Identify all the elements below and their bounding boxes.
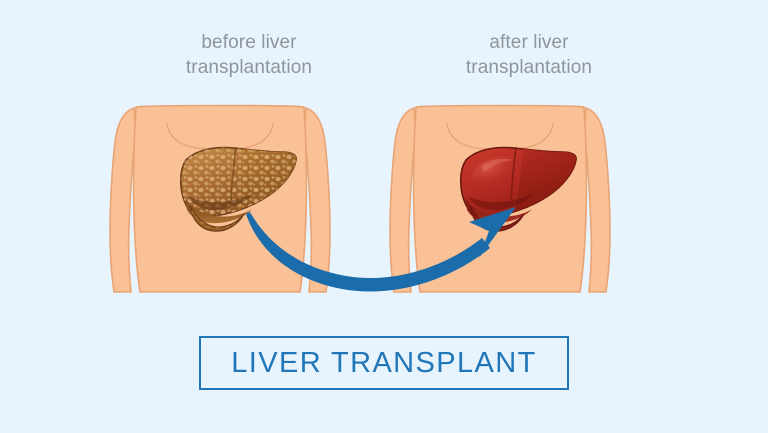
caption-before-transplant: before liver transplantation [134,30,364,80]
figure-before-transplant [109,104,331,293]
left-figure-arm-left [109,107,137,293]
caption-before-line-1: before liver [201,32,297,53]
right-figure-arm-right [583,107,611,293]
caption-after-line-1: after liver [489,32,569,53]
figure-after-transplant [389,104,611,293]
diseased-liver-inferior-margin [186,199,252,224]
healthy-liver-organ [459,146,577,232]
diseased-liver-nodules [180,147,297,217]
caption-after-line-2: transplantation [465,57,593,78]
healthy-liver-sheen [481,158,513,172]
page-title: LIVER TRANSPLANT [231,346,537,379]
healthy-liver-right-lobe [515,149,577,211]
left-figure-arm-right [303,107,331,293]
healthy-liver-specular-highlight [471,155,523,189]
diseased-liver-fissure-band [188,193,254,211]
healthy-liver-fissure-band [468,193,534,211]
caption-after-transplant: after liver transplantation [414,30,644,80]
diseased-liver-organ [179,146,297,232]
healthy-liver-inferior-margin [466,199,532,224]
arrow-head [469,207,516,258]
caption-before-line-2: transplantation [185,57,313,78]
diseased-liver-falciform-ligament [230,146,237,201]
healthy-liver-falciform-ligament [510,146,517,201]
arrow-shaft [246,212,490,292]
transplant-direction-arrow [246,207,516,292]
title-box: LIVER TRANSPLANT [199,336,569,390]
diseased-liver-caudate-texture [190,206,244,232]
right-figure-arm-left [389,107,417,293]
